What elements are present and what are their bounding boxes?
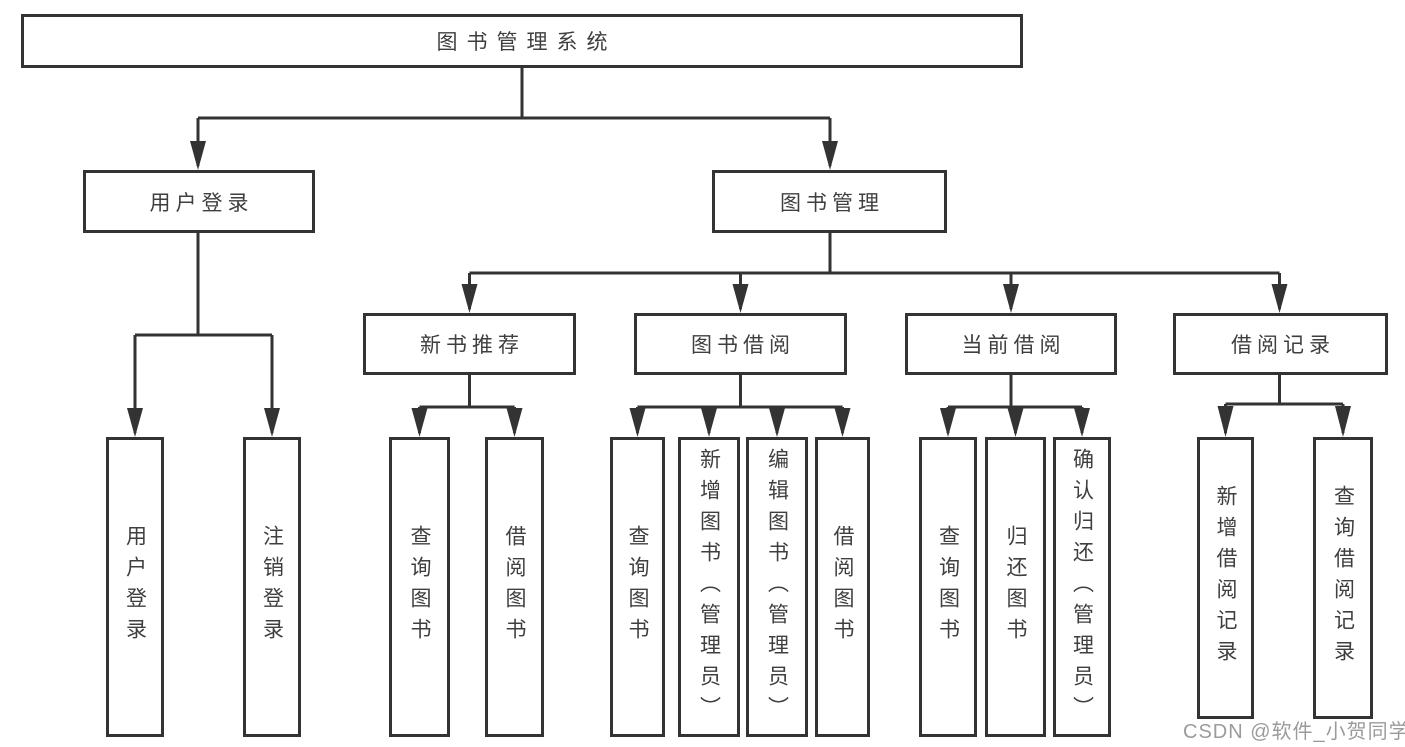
- arrowhead: [732, 284, 749, 313]
- node-book-borrow-label: 图书借阅: [691, 334, 795, 357]
- node-root-label: 图书管理系统: [436, 31, 617, 54]
- node-book-management-label: 图书管理: [780, 191, 884, 215]
- leaf-confirm-return-admin-label: 确认归还（管理员）: [1070, 447, 1094, 727]
- arrowhead: [629, 408, 646, 437]
- leaf-borrow-books-recommend-label: 借阅图书: [503, 525, 526, 649]
- leaf-borrow-books-label: 借阅图书: [831, 525, 854, 649]
- leaf-query-books-borrow-label: 查询图书: [626, 525, 649, 649]
- arrowhead: [127, 408, 143, 437]
- arrowhead: [940, 408, 956, 437]
- leaf-query-borrow-record: 查询借阅记录: [1313, 437, 1373, 719]
- leaf-edit-books-admin: 编辑图书（管理员）: [746, 437, 808, 737]
- leaf-logout: 注销登录: [243, 437, 301, 737]
- arrowhead: [461, 284, 478, 313]
- arrowhead: [264, 408, 280, 437]
- arrowhead: [1271, 284, 1288, 313]
- arrowhead: [190, 141, 206, 170]
- leaf-return-books-label: 归还图书: [1004, 525, 1027, 649]
- leaf-query-books-borrow: 查询图书: [610, 437, 665, 737]
- node-current-borrow-label: 当前借阅: [961, 334, 1066, 357]
- arrowhead: [1335, 406, 1351, 437]
- node-current-borrow: 当前借阅: [905, 313, 1117, 375]
- node-new-book-recommend: 新书推荐: [363, 313, 576, 375]
- arrowhead: [1007, 408, 1024, 437]
- arrowhead: [1217, 406, 1234, 437]
- leaf-query-books-current-label: 查询图书: [936, 525, 960, 649]
- leaf-add-books-admin-label: 新增图书（管理员）: [697, 447, 721, 727]
- leaf-borrow-books: 借阅图书: [815, 437, 870, 737]
- leaf-query-books-recommend-label: 查询图书: [408, 525, 431, 649]
- connector-book-management-split: [468, 232, 1281, 309]
- node-user-login: 用户登录: [83, 170, 315, 233]
- arrowhead: [822, 141, 838, 170]
- leaf-edit-books-admin-label: 编辑图书（管理员）: [765, 447, 789, 727]
- leaf-return-books: 归还图书: [985, 437, 1046, 737]
- arrowhead: [411, 408, 428, 437]
- connector-new-book-split: [418, 375, 516, 433]
- arrowhead: [506, 408, 523, 437]
- leaf-borrow-books-recommend: 借阅图书: [485, 437, 544, 737]
- node-root: 图书管理系统: [21, 14, 1023, 68]
- arrowhead: [701, 408, 717, 437]
- arrowhead: [834, 408, 851, 437]
- node-new-book-recommend-label: 新书推荐: [420, 334, 524, 357]
- node-book-management: 图书管理: [712, 170, 947, 233]
- leaf-query-borrow-record-label: 查询借阅记录: [1331, 485, 1355, 671]
- arrowhead: [769, 408, 785, 437]
- leaf-add-borrow-record: 新增借阅记录: [1197, 437, 1254, 719]
- arrowhead: [1003, 284, 1019, 313]
- arrowhead: [1074, 408, 1090, 437]
- leaf-user-login: 用户登录: [106, 437, 164, 737]
- connector-borrow-records-split: [1224, 375, 1345, 433]
- node-book-borrow: 图书借阅: [634, 313, 847, 375]
- leaf-query-books-recommend: 查询图书: [389, 437, 450, 737]
- leaf-logout-label: 注销登录: [260, 525, 284, 649]
- node-borrow-records-label: 借阅记录: [1231, 334, 1335, 357]
- connector-book-borrow-split: [636, 375, 844, 433]
- node-borrow-records: 借阅记录: [1173, 313, 1388, 375]
- connector-root-split: [196, 68, 832, 166]
- arrowheads: [127, 141, 1351, 437]
- leaf-user-login-label: 用户登录: [123, 525, 147, 649]
- leaf-add-books-admin: 新增图书（管理员）: [678, 437, 740, 737]
- leaf-confirm-return-admin: 确认归还（管理员）: [1053, 437, 1111, 737]
- csdn-watermark: CSDN @软件_小贺同学: [1183, 721, 1405, 743]
- leaf-query-books-current: 查询图书: [919, 437, 977, 737]
- node-user-login-label: 用户登录: [149, 191, 254, 215]
- connector-user-login-split: [133, 232, 274, 433]
- leaf-add-borrow-record-label: 新增借阅记录: [1214, 485, 1237, 671]
